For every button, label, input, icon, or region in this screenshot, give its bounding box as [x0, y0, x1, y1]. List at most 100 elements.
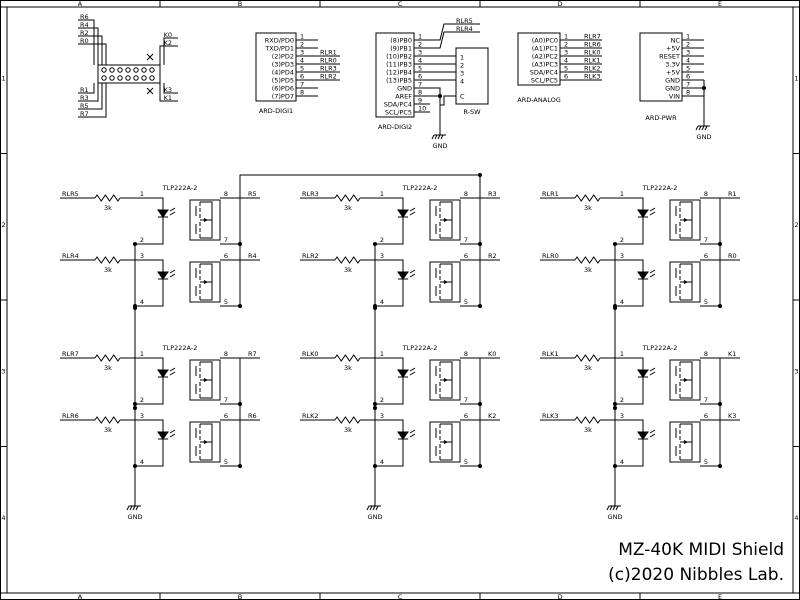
- relay-output-label: R3: [488, 190, 497, 198]
- gnd-label: GND: [368, 513, 383, 521]
- led-wire: [615, 279, 644, 307]
- led-arrow: [169, 371, 176, 376]
- connector-pin-name: (5)PD5: [272, 77, 294, 85]
- connector-pin-number: 5: [418, 65, 422, 73]
- gnd-hatch: [366, 505, 370, 511]
- pin-number: 6: [704, 252, 708, 260]
- relay-part-label: TLP222A-2: [642, 184, 678, 192]
- mosfet-box: [429, 359, 461, 401]
- mosfet-arrow: [684, 218, 688, 222]
- gnd-hatch: [126, 505, 130, 511]
- led-symbol: [637, 209, 649, 218]
- led-arrow: [649, 433, 656, 438]
- mosfet-box: [189, 261, 221, 303]
- header-net-label: R6: [80, 13, 89, 21]
- net-label: RLR2: [320, 73, 337, 81]
- junction-dot: [133, 306, 137, 310]
- frame-row-label: 1: [794, 74, 798, 82]
- net-label: RLR4: [456, 25, 473, 33]
- led-wire: [395, 197, 404, 210]
- header-wire: [163, 37, 178, 65]
- led-symbol: [157, 369, 169, 378]
- pin-number: 7: [224, 396, 228, 404]
- rsw-name: R-SW: [463, 108, 481, 116]
- connector-pin-number: 3: [686, 49, 690, 57]
- relay-input-label: RLR0: [542, 252, 559, 260]
- pin-number: 1: [380, 350, 384, 358]
- led-wire: [375, 439, 404, 467]
- connector-pin-name: (3)PD3: [272, 61, 294, 69]
- connector-pin-name: (4)PD4: [272, 69, 294, 77]
- led-arrow: [169, 211, 176, 216]
- rsw-wire: [430, 79, 457, 81]
- mosfet-box: [189, 199, 221, 241]
- relay-input-label: RLR3: [302, 190, 319, 198]
- connector-pin-name: (8)PB0: [390, 37, 412, 45]
- connector-body: [375, 32, 415, 118]
- pin-number: 8: [464, 190, 468, 198]
- gnd-hatch: [704, 125, 708, 131]
- relay-input-label: RLR1: [542, 190, 559, 198]
- resistor-symbol: [334, 416, 361, 424]
- led-symbol: [157, 271, 169, 280]
- mosfet-box: [669, 261, 701, 303]
- rsw-pin-label: 4: [460, 78, 464, 86]
- frame-row-label: 2: [1, 221, 5, 229]
- mosfet-arrow: [204, 218, 208, 222]
- header-net-label: R7: [80, 110, 89, 118]
- connector-body: [255, 32, 297, 102]
- header-wire: [78, 27, 99, 65]
- rsw-common-wire: [440, 95, 456, 106]
- pin-number: 3: [140, 412, 144, 420]
- relay-output-label: R6: [248, 412, 257, 420]
- resistor-symbol: [334, 256, 361, 264]
- gnd-hatch: [440, 134, 444, 140]
- led-arrow: [649, 207, 656, 212]
- relay-output-label: R1: [728, 190, 737, 198]
- pin-number: 2: [140, 236, 144, 244]
- led-arrow: [649, 429, 656, 434]
- header-pin: [133, 67, 139, 73]
- header-pin: [117, 75, 123, 81]
- junction-dot: [613, 406, 617, 410]
- led-wire: [395, 419, 404, 432]
- relay-input-label: RLK2: [302, 412, 319, 420]
- gnd-hatch: [129, 505, 133, 511]
- connector-pin-number: 4: [686, 57, 690, 65]
- pin-number: 7: [464, 236, 468, 244]
- connector-pin-name: TXD/PD1: [264, 45, 294, 53]
- connector-pin-number: 7: [300, 81, 304, 89]
- pin-number: 5: [464, 458, 468, 466]
- led-symbol: [157, 209, 169, 218]
- connector-pin-number: 2: [686, 41, 690, 49]
- pin-number: 3: [620, 412, 624, 420]
- pin-number: 3: [380, 252, 384, 260]
- header-wire: [78, 19, 95, 65]
- mosfet-box: [669, 199, 701, 241]
- led-wire: [615, 217, 644, 245]
- connector-pin-name: (A1)PC1: [532, 45, 558, 53]
- resistor-value: 3k: [344, 204, 352, 212]
- header-net-label: R5: [80, 102, 89, 110]
- led-wire: [155, 357, 164, 370]
- led-arrow: [409, 273, 416, 278]
- frame-row-label: 2: [794, 221, 798, 229]
- frame-column-label: A: [78, 593, 83, 600]
- pin-number: 7: [704, 236, 708, 244]
- led-arrow: [409, 269, 416, 274]
- frame-column-label: D: [557, 593, 562, 600]
- frame-column-label: D: [557, 0, 562, 8]
- junction-dot: [613, 306, 617, 310]
- mosfet-box: [429, 199, 461, 241]
- rsw-pin-label: 3: [460, 70, 464, 78]
- mosfet-box: [189, 421, 221, 463]
- resistor-value: 3k: [104, 204, 112, 212]
- led-wire: [635, 259, 644, 272]
- gnd-hatch: [609, 505, 613, 511]
- connector-pin-name: SDA/PC4: [384, 101, 412, 109]
- relay-output-label: K3: [728, 412, 736, 420]
- resistor-value: 3k: [344, 364, 352, 372]
